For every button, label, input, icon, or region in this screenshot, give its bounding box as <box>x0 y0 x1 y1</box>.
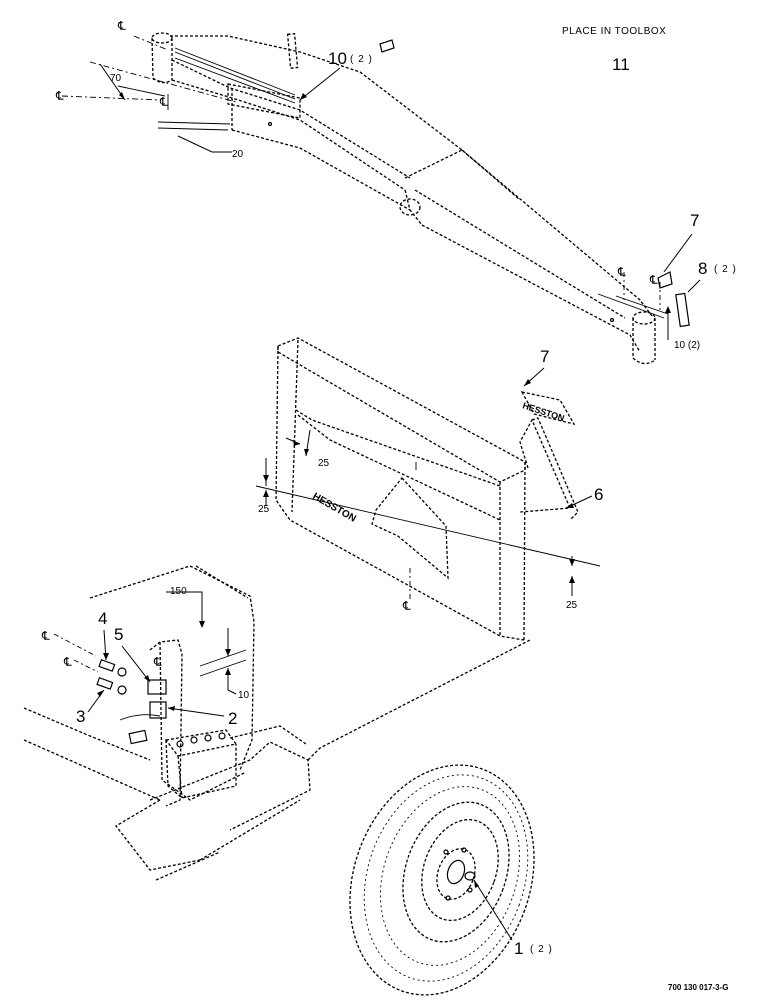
centerline-symbol: ℄ <box>41 629 50 643</box>
decal-brand-rear: HESSTON <box>521 400 565 423</box>
centerline-symbol: ℄ <box>55 89 64 103</box>
tire-wheel <box>349 764 535 996</box>
callout-3-number: 3 <box>76 707 85 726</box>
callout-6: 6 <box>565 485 603 509</box>
centerline-symbol: ℄ <box>617 265 626 279</box>
centerline-symbol: ℄ <box>402 599 411 613</box>
callout-10-right: ℄ ℄ 10 (2) <box>597 265 700 351</box>
centerline-symbol: ℄ <box>63 655 72 669</box>
callout-5-number: 5 <box>114 625 123 644</box>
callout-6-number: 6 <box>594 485 603 504</box>
callout-9: 7 <box>657 211 699 289</box>
front-shield: HESSTON HESSTON 25 25 25 ℄ <box>255 337 601 641</box>
callout-5: 5 <box>114 625 151 683</box>
fender-battery-area: ℄ ℄ ℄ 150 10 <box>23 565 531 881</box>
centerline-symbol: ℄ <box>159 95 168 109</box>
callout-number: 10 <box>328 49 347 68</box>
callout-1-number: 1 <box>514 939 523 958</box>
callout-4: 4 <box>98 609 109 661</box>
callout-2-number: 2 <box>228 709 237 728</box>
callout-qty: ( 2 ) <box>714 264 737 275</box>
callout-1-qty: ( 2 ) <box>530 944 553 955</box>
callout-number: 10 (2) <box>674 340 700 351</box>
callout-7: 7 <box>523 347 549 387</box>
callout-qty: ( 2 ) <box>350 54 373 65</box>
dimension-150: 150 <box>170 586 187 597</box>
dimension-70: 70 <box>110 73 122 84</box>
drawing-number: 700 130 017-3-G <box>668 983 729 992</box>
centerline-symbol: ℄ <box>649 273 658 287</box>
callout-7-visible: 7 <box>540 347 549 366</box>
callout-3: 3 <box>76 689 105 726</box>
dimension-25-c: 25 <box>566 600 578 611</box>
centerline-symbol: ℄ <box>117 19 126 33</box>
centerline-symbol: ℄ <box>153 655 162 669</box>
toolbox-note: PLACE IN TOOLBOX <box>562 26 666 37</box>
callout-2: 2 <box>167 706 237 728</box>
dimension-25-a: 25 <box>318 458 330 469</box>
left-end-centerlines: ℄ ℄ ℄ 70 20 <box>55 19 244 160</box>
callout-number: 8 <box>698 259 707 278</box>
callout-10-top: 10 ( 2 ) <box>299 39 395 101</box>
callout-number: 7 <box>690 211 699 230</box>
dimension-25-b: 25 <box>258 504 270 515</box>
dimension-10: 10 <box>238 690 250 701</box>
callout-8: 8 ( 2 ) <box>675 259 737 328</box>
hitch-tongue <box>151 32 656 365</box>
callout-1: 1 ( 2 ) <box>473 879 553 958</box>
toolbox-item-number: 11 <box>612 55 630 74</box>
callout-4-number: 4 <box>98 609 107 628</box>
dimension-20: 20 <box>232 149 244 160</box>
